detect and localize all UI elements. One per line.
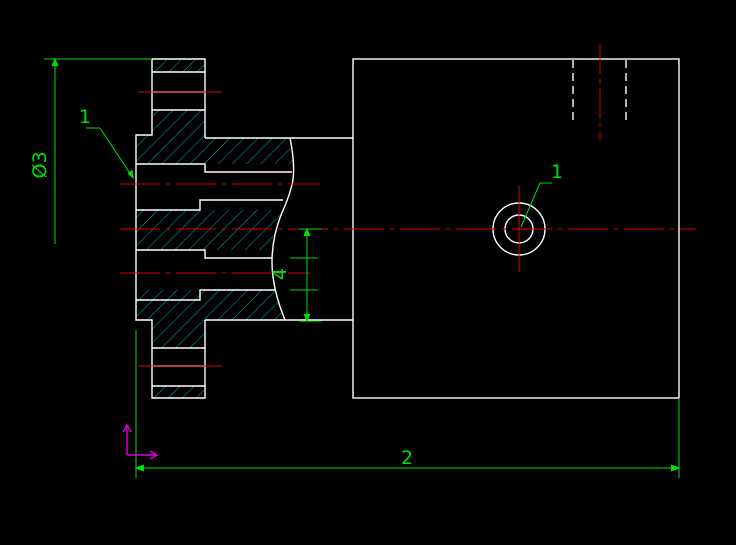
hatch-top-pad [152, 60, 205, 72]
left-leader-label: 1 [79, 106, 91, 128]
length-dimension-label: 2 [401, 447, 413, 469]
hatched-section [136, 110, 294, 348]
centerlines [120, 44, 696, 367]
ucs-icon [122, 423, 159, 460]
hatch-upper-band [136, 110, 294, 164]
dimension-lines [44, 57, 681, 478]
right-leader-label: 1 [551, 161, 563, 183]
width-dimension-label: 4 [269, 268, 291, 280]
hatch-mid-band [136, 210, 294, 250]
hatch-bottom-pad [152, 386, 205, 398]
diameter-dimension-label: Ø3 [29, 151, 51, 178]
